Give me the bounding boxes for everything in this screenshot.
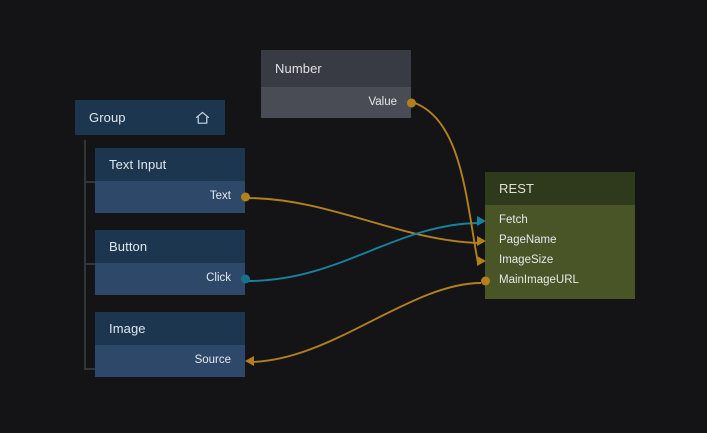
- wire-mainimageurl-to-source: [248, 282, 482, 363]
- wire-value-to-imagesize: [411, 101, 479, 264]
- wire-click-to-fetch: [247, 222, 480, 282]
- port-row-fetch[interactable]: Fetch: [477, 211, 635, 231]
- port-row-source[interactable]: Source: [95, 345, 254, 377]
- node-button-title: Button: [109, 239, 148, 254]
- node-group[interactable]: Group: [75, 100, 225, 135]
- node-image[interactable]: Image Source: [95, 312, 254, 377]
- port-row-imagesize[interactable]: ImageSize: [477, 251, 635, 271]
- node-rest-header[interactable]: REST: [485, 172, 635, 205]
- node-button-body: Click: [95, 263, 250, 295]
- node-image-header[interactable]: Image: [95, 312, 245, 345]
- port-output-mainimageurl[interactable]: [480, 276, 490, 286]
- node-number-body: Value: [261, 87, 416, 118]
- port-label-click: Click: [206, 272, 231, 285]
- node-number-header[interactable]: Number: [261, 50, 411, 87]
- node-rest-title: REST: [499, 181, 535, 196]
- port-label-fetch: Fetch: [499, 214, 528, 227]
- group-tree-branch-image: [84, 368, 95, 370]
- port-row-mainimageurl[interactable]: MainImageURL: [480, 271, 635, 291]
- group-tree-branch-text-input: [84, 181, 95, 183]
- port-output-click[interactable]: [240, 274, 250, 284]
- port-label-value: Value: [368, 95, 397, 108]
- port-input-pagename[interactable]: [477, 236, 486, 246]
- group-tree-branch-button: [84, 263, 95, 265]
- node-image-body: Source: [95, 345, 254, 377]
- port-input-source[interactable]: [245, 356, 254, 366]
- port-label-imagesize: ImageSize: [499, 254, 554, 267]
- node-text-input-body: Text: [95, 181, 250, 213]
- home-icon[interactable]: [194, 110, 211, 126]
- node-number[interactable]: Number Value: [261, 50, 416, 118]
- port-output-text[interactable]: [240, 192, 250, 202]
- group-tree-trunk: [84, 140, 86, 370]
- port-row-text[interactable]: Text: [95, 181, 250, 213]
- port-label-source: Source: [194, 354, 231, 367]
- node-text-input[interactable]: Text Input Text: [95, 148, 250, 213]
- port-input-fetch[interactable]: [477, 216, 486, 226]
- node-text-input-title: Text Input: [109, 157, 167, 172]
- port-label-text: Text: [209, 190, 231, 203]
- node-group-title: Group: [89, 110, 126, 125]
- node-rest[interactable]: REST Fetch PageName ImageSize MainImageU…: [477, 172, 635, 299]
- node-number-title: Number: [275, 61, 322, 76]
- node-image-title: Image: [109, 321, 146, 336]
- port-output-value[interactable]: [406, 98, 416, 107]
- port-row-click[interactable]: Click: [95, 263, 250, 295]
- port-label-mainimageurl: MainImageURL: [499, 274, 579, 287]
- port-label-pagename: PageName: [499, 234, 557, 247]
- port-row-value[interactable]: Value: [261, 87, 416, 118]
- port-input-imagesize[interactable]: [477, 256, 486, 266]
- wire-text-to-pagename: [245, 197, 481, 244]
- node-group-header[interactable]: Group: [75, 100, 225, 135]
- port-row-pagename[interactable]: PageName: [477, 231, 635, 251]
- node-button[interactable]: Button Click: [95, 230, 250, 295]
- node-text-input-header[interactable]: Text Input: [95, 148, 245, 181]
- node-rest-body: Fetch PageName ImageSize MainImageURL: [477, 205, 635, 299]
- node-button-header[interactable]: Button: [95, 230, 245, 263]
